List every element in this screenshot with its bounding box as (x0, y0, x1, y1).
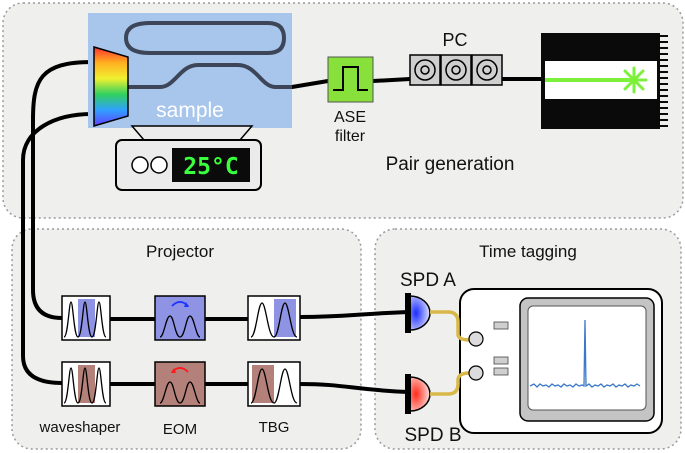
controller-knob-2 (150, 156, 168, 174)
temperature-readout: 25°C (183, 154, 238, 180)
fiber-paths (21, 60, 543, 394)
controller-knob-1 (131, 156, 149, 174)
coincidence-histogram (529, 319, 641, 388)
front-panel-button-1 (493, 321, 509, 330)
sample-label: sample (156, 99, 224, 122)
spd-a-detector (405, 293, 431, 333)
spd-b-label: SPD B (404, 425, 461, 446)
front-panel-button-3 (493, 367, 509, 376)
tbg-red (247, 361, 301, 407)
temperature-display (172, 148, 250, 182)
eom-label: EOM (163, 421, 197, 438)
eom-blue (154, 295, 206, 341)
waveshaper-red (61, 361, 111, 407)
ring-resonator (123, 21, 287, 55)
tbg-label: TBG (259, 419, 290, 436)
ase-filter-box (327, 56, 374, 103)
front-panel-button-2 (493, 356, 509, 365)
time-tagging-title: Time tagging (479, 242, 577, 261)
laser-spark-icon (620, 66, 648, 94)
projector-title: Projector (146, 242, 214, 261)
eom-red (154, 361, 206, 407)
spd-b-detector (405, 374, 431, 414)
input-connector-b (468, 365, 484, 381)
spd-a-label: SPD A (400, 270, 456, 291)
ase-filter-label-2: filter (335, 128, 366, 145)
ase-filter-label-1: ASE (334, 109, 366, 126)
tagger-screen (527, 305, 647, 411)
laser-heat-sink-fins (660, 35, 668, 127)
waveshaper-label: waveshaper (39, 419, 121, 436)
pc-label: PC (442, 30, 467, 50)
waveshaper-blue (61, 295, 111, 341)
input-connector-a (468, 331, 484, 347)
polarization-controller (409, 54, 503, 86)
ase-filter-icon (333, 66, 368, 91)
sample-stage (130, 125, 254, 141)
coax-cables (430, 310, 477, 396)
bus-waveguide (128, 63, 292, 89)
pair-generation-title: Pair generation (386, 154, 515, 175)
demux-prism (93, 45, 129, 128)
tbg-blue (247, 295, 301, 341)
